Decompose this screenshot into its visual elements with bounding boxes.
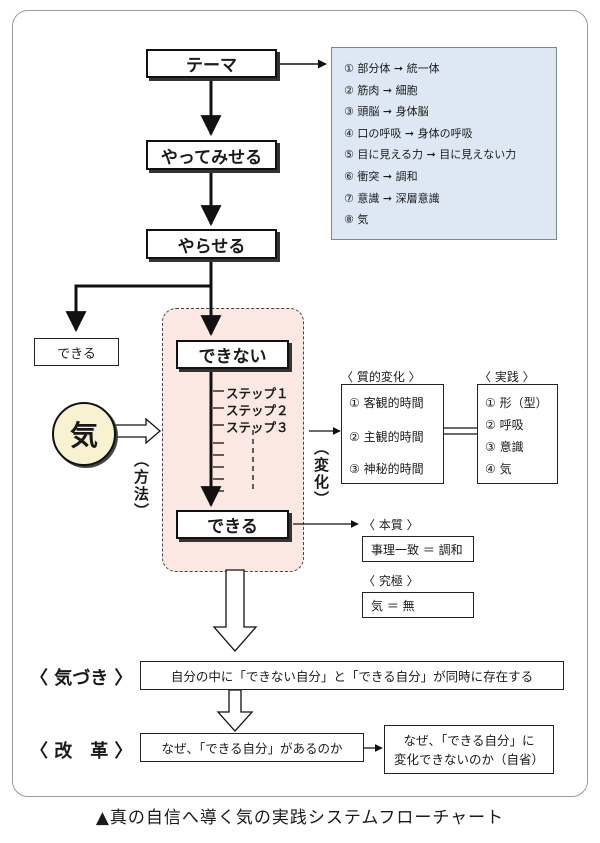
theme-item: ⑤ 目に見える力 ➞ 目に見えない力 <box>344 148 517 162</box>
ultimate-title: 〈 究極 〉 <box>363 574 419 588</box>
reform-box: なぜ、「できる自分」があるのか <box>140 733 364 762</box>
reform-result-line-2: 変化できないのか（自省） <box>393 751 544 767</box>
practice-item: ③ 意識 <box>485 440 524 454</box>
hollow-arrow-down-2 <box>216 689 254 732</box>
reform-result-line-1: なぜ、「できる自分」に <box>403 732 535 748</box>
theme-list: ① 部分体 ➞ 統一体 ② 筋肉 ➞ 細胞 ③ 頭脳 ➞ 身体脳 ④ 口の呼吸 … <box>332 48 556 231</box>
reform-label: 〈 改 革 〉 <box>30 741 133 762</box>
theme-item: ⑦ 意識 ➞ 深層意識 <box>344 191 440 205</box>
method-label: （方法） <box>132 452 150 520</box>
practice-item: ① 形（型） <box>485 396 548 410</box>
reform-text: なぜ、「できる自分」があるのか <box>161 741 343 756</box>
awareness-label: 〈 気づき 〉 <box>30 668 133 689</box>
qualitative-item: ① 客観的時間 <box>349 396 424 410</box>
ultimate-box: 気 ＝ 無 <box>362 592 474 618</box>
change-label: （変化） <box>312 440 330 508</box>
ki-circle: 気 <box>52 402 116 466</box>
step-2-label: ステップ２ <box>226 403 289 418</box>
yatte-miseru-label: やってみせる <box>160 147 263 168</box>
yatte-miseru-box: やってみせる <box>146 140 277 170</box>
theme-box: テーマ <box>146 49 277 78</box>
essence-box: 事理一致 ＝ 調和 <box>362 536 474 562</box>
theme-item: ② 筋肉 ➞ 細胞 <box>344 83 418 97</box>
theme-item: ⑥ 衝突 ➞ 調和 <box>344 169 418 183</box>
qualitative-item: ② 主観的時間 <box>349 430 424 444</box>
dekiru-main-label: できる <box>207 517 258 537</box>
dekinai-box: できない <box>176 340 289 369</box>
step-ticks <box>213 390 224 492</box>
step-3-label: ステップ３ <box>226 420 289 435</box>
theme-label: テーマ <box>186 56 237 76</box>
practice-item: ② 呼吸 <box>485 418 524 432</box>
qualitative-item: ③ 神秘的時間 <box>349 462 424 476</box>
practice-box: ① 形（型） ② 呼吸 ③ 意識 ④ 気 <box>477 384 558 484</box>
arrow-yaraseru-to-dekiru-left <box>65 284 211 333</box>
theme-item: ④ 口の呼吸 ➞ 身体の呼吸 <box>344 126 473 140</box>
theme-item: ① 部分体 ➞ 統一体 <box>344 62 440 75</box>
theme-item: ⑧ 気 <box>344 213 369 227</box>
ultimate-text: 気 ＝ 無 <box>371 598 415 613</box>
theme-item: ③ 頭脳 ➞ 身体脳 <box>344 105 429 119</box>
essence-text: 事理一致 ＝ 調和 <box>371 542 463 557</box>
dekiru-main-box: できる <box>176 510 289 539</box>
yaraseru-label: やらせる <box>177 236 246 257</box>
dekiru-left-label: できる <box>57 346 96 362</box>
hollow-arrow-down-1 <box>212 569 258 652</box>
awareness-box: 自分の中に「できない自分」と「できる自分」が同時に存在する <box>140 661 564 690</box>
dekiru-left-box: できる <box>34 338 119 366</box>
ki-hollow-arrow <box>113 417 161 445</box>
practice-title: 〈 実践 〉 <box>479 370 535 384</box>
yaraseru-box: やらせる <box>146 229 277 259</box>
figure-caption: ▲真の自信へ導く気の実践システムフローチャート <box>95 808 505 828</box>
qualitative-change-title: 〈 質的変化 〉 <box>341 370 421 384</box>
step-1-label: ステップ１ <box>226 386 289 401</box>
awareness-text: 自分の中に「できない自分」と「できる自分」が同時に存在する <box>170 669 534 684</box>
qualitative-change-box: ① 客観的時間 ② 主観的時間 ③ 神秘的時間 <box>341 384 444 484</box>
dekinai-label: できない <box>198 347 267 367</box>
reform-result-box: なぜ、「できる自分」に 変化できないのか（自省） <box>384 725 554 774</box>
theme-list-box: ① 部分体 ➞ 統一体 ② 筋肉 ➞ 細胞 ③ 頭脳 ➞ 身体脳 ④ 口の呼吸 … <box>331 47 557 240</box>
ki-label: 気 <box>69 419 98 452</box>
practice-item: ④ 気 <box>485 462 512 476</box>
essence-title: 〈 本質 〉 <box>363 518 419 532</box>
